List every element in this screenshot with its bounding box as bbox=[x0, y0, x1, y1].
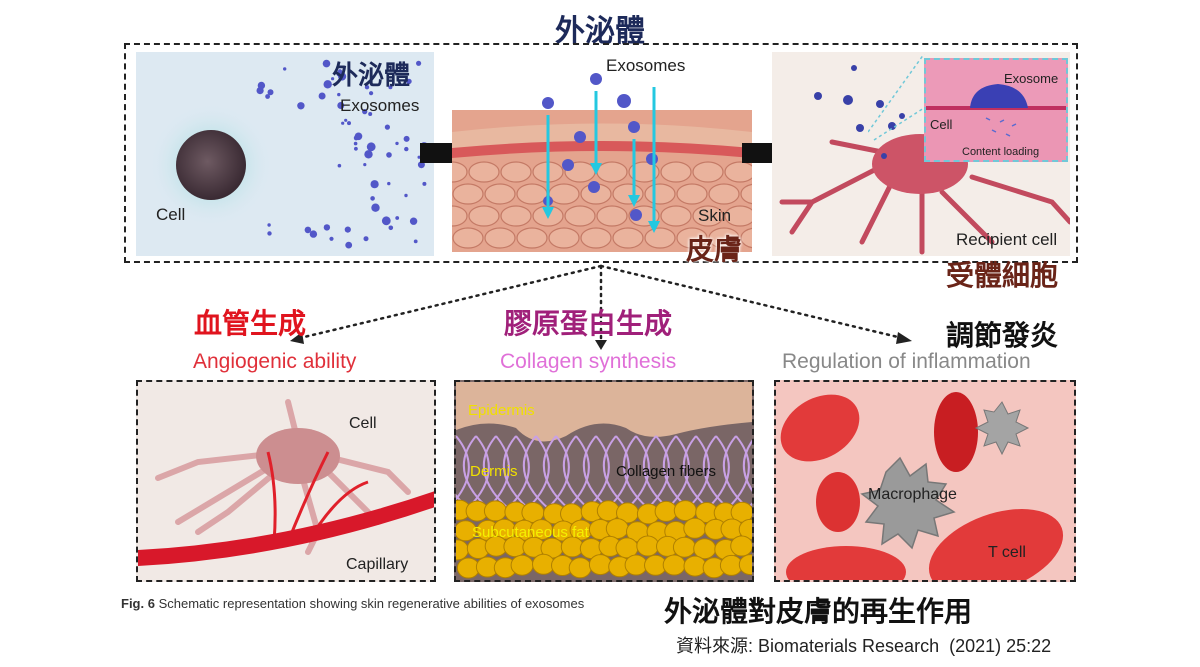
dermis-label: Dermis bbox=[470, 463, 518, 480]
skin-illustration bbox=[452, 110, 752, 252]
skin-en-label: Skin bbox=[698, 206, 732, 225]
section-angio-en: Angiogenic ability bbox=[193, 350, 357, 373]
angio-cell-label: Cell bbox=[349, 415, 377, 432]
collagen-fibers-label: Collagen fibers bbox=[616, 463, 717, 480]
skin-cjk-label: 皮膚 bbox=[686, 233, 743, 266]
inset-cell-label: Cell bbox=[930, 117, 953, 132]
exosome-release-illustration bbox=[149, 59, 429, 249]
section-inflammation-cjk: 調節發炎 bbox=[946, 319, 1059, 352]
recipient-cell-label: Recipient cell bbox=[956, 230, 1058, 249]
section-collagen-cjk: 膠原蛋白生成 bbox=[504, 307, 673, 340]
capillary-label: Capillary bbox=[346, 556, 409, 573]
inset-exosome-label: Exosome bbox=[1004, 71, 1059, 86]
figure-number: Fig. 6 bbox=[121, 596, 155, 611]
angiogenesis-panel bbox=[136, 380, 436, 582]
content-loading-illustration bbox=[926, 60, 1066, 137]
exosome-cjk-label: 外泌體 bbox=[332, 61, 411, 91]
figure-caption-text: Schematic representation showing skin re… bbox=[158, 596, 585, 611]
macrophage-label: Macrophage bbox=[868, 486, 957, 503]
collagen-panel bbox=[454, 380, 754, 582]
top-frame bbox=[124, 43, 1078, 263]
subcutaneous-fat-label: Subcutaneous fat bbox=[472, 524, 589, 541]
mid-exosomes-label: Exosomes bbox=[606, 56, 686, 75]
figure-caption: Fig. 6 Schematic representation showing … bbox=[121, 596, 584, 611]
exosome-release-panel bbox=[136, 52, 434, 256]
inset-zoom-lines bbox=[868, 53, 925, 141]
inflammation-panel bbox=[774, 380, 1076, 582]
exosome-inset bbox=[924, 58, 1068, 162]
section-angio-cjk: 血管生成 bbox=[194, 307, 307, 340]
recipient-panel bbox=[772, 52, 1070, 256]
exosome-en-label: Exosomes bbox=[340, 96, 420, 115]
inflammation-illustration bbox=[780, 392, 1064, 580]
exosome-entry-arrows bbox=[542, 73, 660, 233]
section-collagen-en: Collagen synthesis bbox=[500, 350, 677, 373]
inset-content-loading-label: Content loading bbox=[962, 146, 1040, 158]
source-citation: 資料來源: Biomaterials Research (2021) 25:22 bbox=[676, 636, 1052, 656]
caption-cjk: 外泌體對皮膚的再生作用 bbox=[664, 595, 973, 628]
tcell-label: T cell bbox=[988, 544, 1026, 561]
section-inflammation-en: Regulation of inflammation bbox=[782, 350, 1031, 373]
skin-panel bbox=[452, 110, 752, 252]
recipient-cjk-label: 受體細胞 bbox=[946, 259, 1059, 292]
cell-label: Cell bbox=[156, 205, 186, 224]
angiogenesis-illustration bbox=[138, 399, 434, 566]
epidermis-label: Epidermis bbox=[468, 402, 535, 419]
collagen-illustration bbox=[456, 382, 752, 580]
